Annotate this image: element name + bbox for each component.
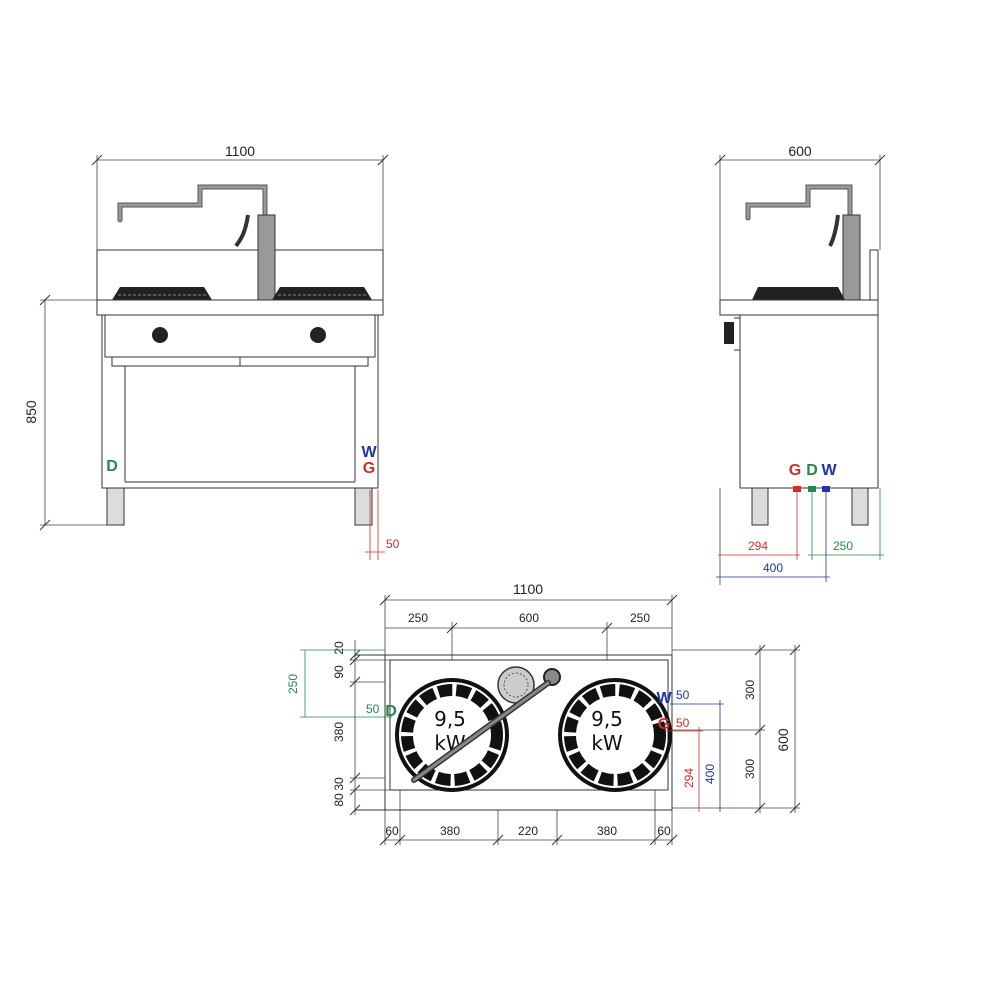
- plan-water-label: W: [656, 690, 672, 707]
- plan-left-dim-4: 30: [332, 777, 346, 791]
- side-water-label: W: [821, 462, 837, 479]
- front-width-dim: 1100: [225, 143, 255, 159]
- plan-top-dim-1: 250: [408, 611, 428, 625]
- burner-left-power: 9,5: [434, 707, 466, 731]
- plan-right-dim-2: 300: [743, 759, 757, 779]
- side-view: 600 G D W 294 250 400: [714, 143, 886, 585]
- front-gas-offset-dim: 50: [386, 537, 400, 551]
- plan-bottom-dim-1: 60: [385, 824, 399, 838]
- front-view: 1100 850 D W G: [23, 143, 400, 560]
- knob-right: [310, 327, 326, 343]
- plan-right-dim-1: 300: [743, 680, 757, 700]
- plan-water-dim: 400: [703, 764, 717, 784]
- side-depth-dim: 600: [788, 143, 812, 159]
- plan-depth-dim: 600: [775, 728, 791, 752]
- front-water-label: W: [361, 444, 377, 461]
- plan-gas-dim: 294: [682, 768, 696, 788]
- plan-width-dim: 1100: [513, 581, 543, 597]
- plan-bottom-dim-2: 380: [440, 824, 460, 838]
- burner-right: 9,5 kW: [558, 678, 672, 792]
- plan-bottom-dim-5: 60: [657, 824, 671, 838]
- plan-gas-offset: 50: [676, 716, 690, 730]
- front-drain-label: D: [106, 458, 118, 475]
- plan-left-dim-5: 80: [332, 793, 346, 807]
- side-water-dim: 400: [763, 561, 783, 575]
- plan-left-dim-2: 90: [332, 665, 346, 679]
- burner-right-unit: kW: [591, 731, 623, 755]
- knob-left: [152, 327, 168, 343]
- plan-drain-dim: 250: [286, 674, 300, 694]
- plan-drain-offset: 50: [366, 702, 380, 716]
- plan-bottom-dim-4: 380: [597, 824, 617, 838]
- plan-drain-label: D: [385, 703, 397, 720]
- plan-gas-label: G: [658, 716, 670, 733]
- plan-left-dim-3: 380: [332, 722, 346, 742]
- plan-view: 1100 250 600 250 9,5 kW 9,5 kW: [286, 581, 801, 846]
- plan-top-dim-2: 600: [519, 611, 539, 625]
- burner-left: 9,5 kW: [395, 678, 509, 792]
- plan-water-offset: 50: [676, 688, 690, 702]
- plan-bottom-dim-3: 220: [518, 824, 538, 838]
- plan-top-dim-3: 250: [630, 611, 650, 625]
- side-drain-label: D: [806, 462, 818, 479]
- front-height-dim: 850: [23, 400, 39, 424]
- front-gas-label: G: [363, 460, 375, 477]
- side-drain-dim: 250: [833, 539, 853, 553]
- plan-left-dim-1: 20: [332, 641, 346, 655]
- side-gas-dim: 294: [748, 539, 768, 553]
- side-gas-label: G: [789, 462, 801, 479]
- burner-right-power: 9,5: [591, 707, 623, 731]
